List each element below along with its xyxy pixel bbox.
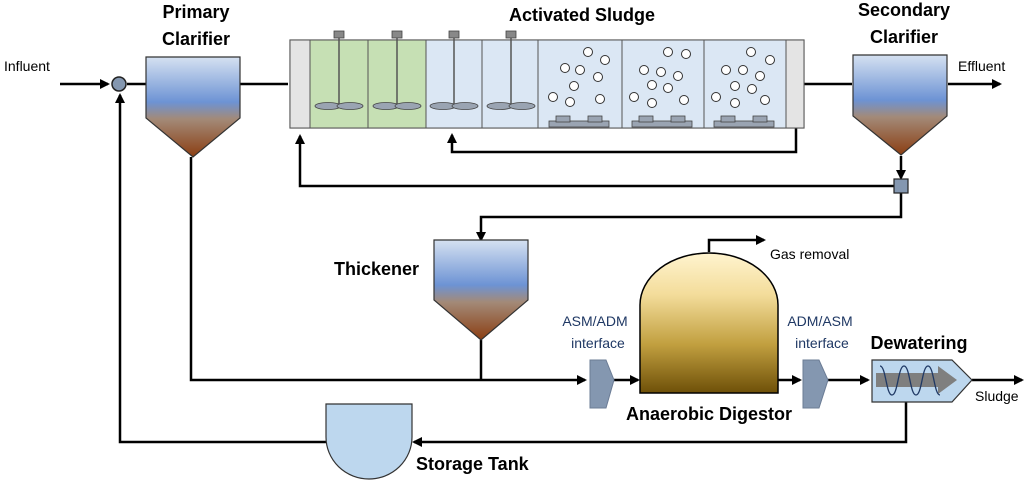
mixer-2-icon (372, 30, 422, 110)
storage-return-pipe (115, 93, 326, 444)
inlet-baffle (289, 39, 311, 129)
mixer-3-icon (429, 30, 479, 110)
internal-recycle-pipe (447, 128, 798, 154)
was-pipe (476, 193, 903, 242)
effluent-label: Effluent (958, 58, 1005, 74)
mixing-junction (111, 76, 127, 92)
asm-adm-interface-block (589, 359, 615, 409)
thickener-label: Thickener (334, 259, 419, 279)
reject-water-pipe (412, 402, 908, 447)
anaerobic-digestor-label: Anaerobic Digestor (626, 404, 792, 424)
storage-tank-label: Storage Tank (416, 454, 530, 474)
sludge-label: Sludge (975, 388, 1019, 404)
air-bubbles (548, 47, 775, 108)
anaerobic-digestor (639, 252, 779, 394)
mixer-1-icon (314, 30, 364, 110)
adm-asm-interface-label-line1: ADM/ASM (787, 313, 852, 329)
anaerobic-zone-2 (481, 39, 539, 129)
diffuser-2-icon (631, 115, 693, 128)
aerobic-zone-3 (703, 39, 787, 129)
secondary-clarifier-label-line1: Secondary (858, 0, 950, 20)
secondary-clarifier (852, 54, 948, 156)
adm-asm-interface-label-line2: interface (795, 335, 849, 351)
asm-adm-interface-label-line2: interface (571, 335, 625, 351)
ras-pipe (295, 134, 894, 188)
activated-sludge-label: Activated Sludge (509, 5, 655, 25)
aerobic-zone-1 (537, 39, 623, 129)
gas-removal-pipe (707, 235, 766, 252)
dewatering-unit (871, 359, 973, 403)
primary-clarifier-label-line1: Primary (162, 2, 229, 22)
storage-tank (325, 403, 413, 480)
mixer-4-icon (486, 30, 536, 110)
activated-sludge-reactor (289, 30, 805, 129)
flow-splitter (893, 178, 909, 194)
influent-label: Influent (4, 58, 50, 74)
outlet-baffle (785, 39, 805, 129)
aerobic-zone-2 (621, 39, 705, 129)
dewatering-label: Dewatering (870, 333, 967, 353)
thickener (433, 239, 529, 341)
gas-removal-label: Gas removal (770, 246, 849, 262)
secondary-clarifier-label-line2: Clarifier (870, 27, 938, 47)
primary-clarifier-label-line2: Clarifier (162, 29, 230, 49)
screw-spiral-icon (879, 365, 941, 396)
asm-adm-interface-label-line1: ASM/ADM (562, 313, 627, 329)
diffuser-1-icon (548, 115, 610, 128)
pipes (60, 79, 1024, 447)
primary-sludge-pipe (189, 157, 587, 385)
primary-clarifier (145, 56, 241, 158)
diffuser-3-icon (713, 115, 775, 128)
adm-asm-interface-block (802, 359, 829, 409)
